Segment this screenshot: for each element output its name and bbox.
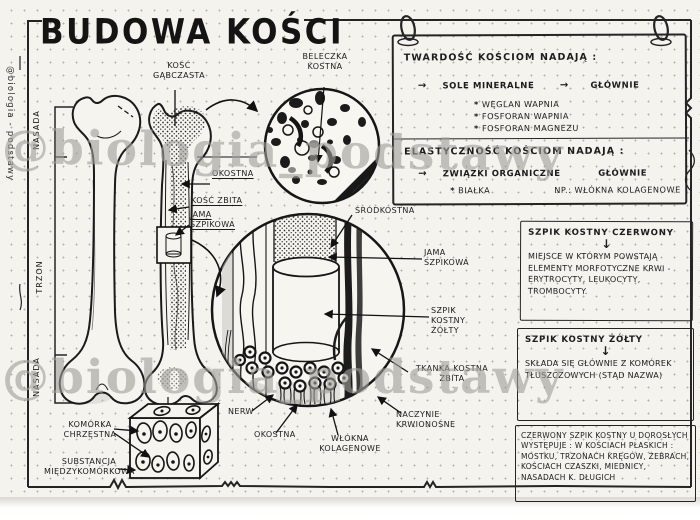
label-okostna-mid: OKOSTNA [212,169,254,178]
arrow-down-icon: ↓ [600,344,611,358]
yellow-marrow-box: SZPIK KOSTNY ŻÓŁTY ↓ SKŁADA SIĘ GŁÓWNIE … [517,328,694,421]
cartilage-cube-drawing [127,402,221,481]
elasticity-note: NP.: WŁÓKNA KOLAGENOWE [554,184,681,195]
hardness-elasticity-note: TWARDOŚĆ KOŚCIOM NADAJĄ : → SOLE MINERAL… [391,33,690,206]
arrow-right-icon: → [559,79,569,91]
label-wlokna-kolagenowe: WŁÓKNA KOLAGENOWE [319,434,381,453]
arrow-right-icon: → [417,80,427,92]
elasticity-main: ZWIĄZKI ORGANICZNE [442,168,561,180]
hardness-item-text: FOSFORAN WAPNIA [481,110,569,122]
yellow-marrow-title: SZPIK KOSTNY ŻÓŁTY [525,335,643,345]
red-marrow-body: MIEJSCE W KTÓRYM POWSTAJĄ ELEMENTY MORFO… [527,251,671,296]
bone-section-drawing [143,102,218,413]
page-title: BUDOWA KOŚCI [40,12,345,53]
label-tkanka-kostna-zbita: TKANKA KOSTNA ZBITA [415,364,489,383]
shaft-inset [210,212,406,408]
spongy-bone-inset [263,87,381,205]
side-credit: @biologia - podstawy [5,66,15,182]
page-border [18,19,693,491]
label-jama-szpikowa-mid: JAMA SZPIKOWA [190,210,235,229]
label-jama-szpikowa-inset: JAMA SZPIKOWA [424,248,469,267]
label-substancja-miedzykomorkowa: SUBSTANCJA MIĘDZYKOMÓRKOWA [44,457,135,476]
elasticity-main-row: → ZWIĄZKI ORGANICZNE GŁÓWNIE [418,168,648,180]
label-komorka-chrzestna: KOMÓRKA CHRZĘSTNA [63,420,117,439]
label-szpik-kostny-zolty: SZPIK KOSTNY ŻÓŁTY [431,306,466,335]
label-okostna-bottom: OKOSTNA [254,430,296,439]
long-bone-drawing [58,94,146,405]
bracket-label-nasada-top: NASADA [32,110,41,150]
label-beleczka-kostna: BELECZKA KOSTNA [302,52,348,71]
yellow-marrow-body: SKŁADA SIĘ GŁÓWNIE Z KOMÓREK TŁUSZCZOWYC… [525,359,672,380]
hardness-item: * WĘGLAN WAPNIA [474,98,559,110]
hardness-heading: TWARDOŚĆ KOŚCIOM NADAJĄ : [403,51,598,64]
bullet-icon: * [474,123,479,134]
hardness-item: * FOSFORAN MAGNEZU [474,122,579,134]
label-srodkostna: ŚRÓDKOSTNA [355,206,415,215]
red-marrow-location-body: CZERWONY SZPIK KOSTNY U DOROSŁYCH WYSTĘP… [521,431,690,482]
arrow-down-icon: ↓ [601,236,612,252]
elasticity-item-text: BIAŁKA [458,185,491,196]
elasticity-side: GŁÓWNIE [598,168,648,179]
label-kosc-zbita: KOŚĆ ZBITA [191,196,243,205]
bullet-icon: * [473,111,479,122]
hardness-item-text: FOSFORAN MAGNEZU [481,122,579,134]
hardness-item-text: WĘGLAN WAPNIA [481,98,560,110]
red-marrow-box: SZPIK KOSTNY CZERWONY ↓ MIEJSCE W KTÓRYM… [519,220,694,322]
hardness-main: SOLE MINERALNE [442,81,535,92]
note-divider [392,137,690,140]
femur-bracket [54,106,73,404]
bracket-label-trzon: TRZON [35,260,44,294]
fat-cells [233,345,351,393]
hardness-item: * FOSFORAN WAPNIA [474,110,569,122]
arrow-right-icon: → [418,168,428,180]
label-naczynie-krwionosne: NACZYNIE KRWIONOŚNE [396,410,456,429]
red-marrow-location-box: CZERWONY SZPIK KOSTNY U DOROSŁYCH WYSTĘP… [515,425,696,502]
leader-lines [113,86,430,475]
elasticity-item: * BIAŁKA [450,184,490,196]
elasticity-heading: ELASTYCZNOŚĆ KOŚCIOM NADAJĄ : [404,145,625,158]
hardness-side: GŁÓWNIE [590,80,640,91]
scan-edge [0,497,700,520]
hardness-main-row: → SOLE MINERALNE → GŁÓWNIE [418,80,640,92]
bullet-icon: * [450,185,456,196]
label-kosc-gabczasta: KOŚĆ GĄBCZASTA [153,61,205,80]
binder-rings [397,15,696,191]
label-nerw: NERW [228,407,254,416]
bracket-label-nasada-bottom: NASADA [32,357,41,397]
bullet-icon: * [473,99,479,110]
